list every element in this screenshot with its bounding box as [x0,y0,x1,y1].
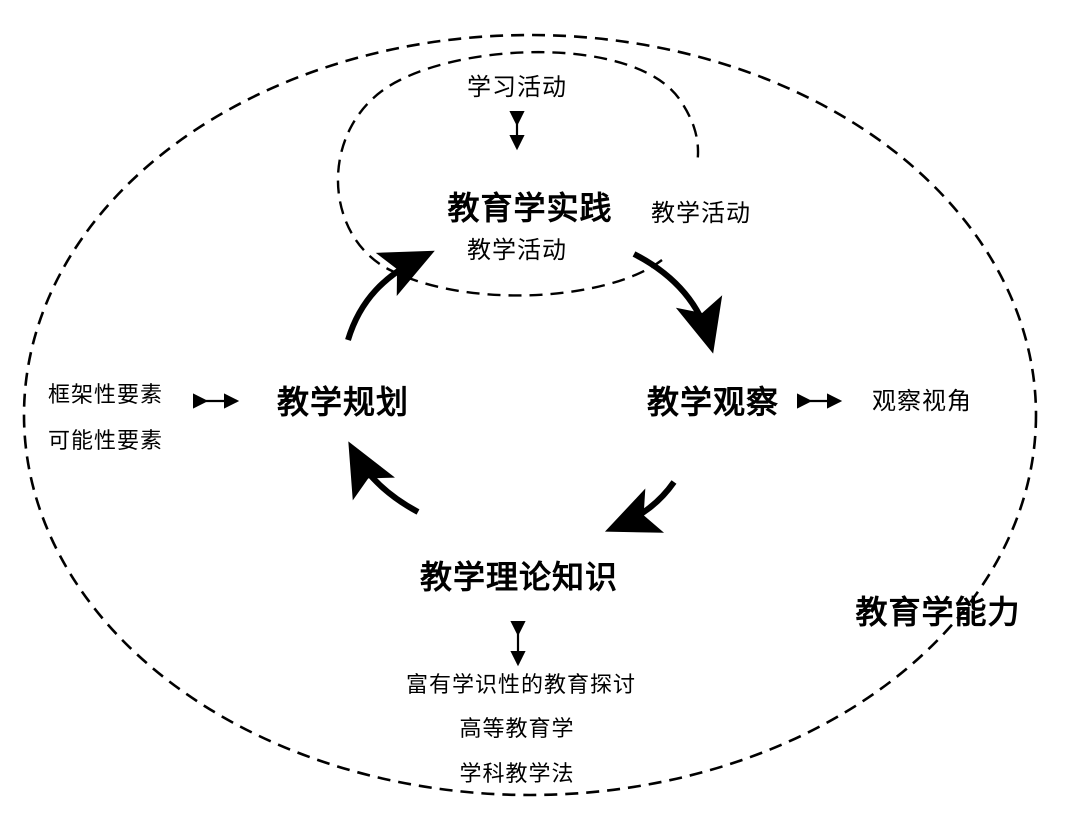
arrow-planning-to-practice [345,250,435,341]
practice-inner-activity-label: 教学活动 [467,236,567,264]
planning-element-framework: 框架性要素 [48,383,164,408]
arrow-theory-to-planning [348,441,420,515]
theory-title: 教学理论知识 [419,558,619,596]
theory-source-scholarly-discussion: 富有学识性的教育探讨 [405,673,637,698]
theory-source-higher-education-pedagogy: 高等教育学 [459,717,575,742]
planning-title: 教学规划 [276,383,410,421]
practice-title: 教育学实践 [447,189,613,227]
theory-source-subject-didactics: 学科教学法 [459,762,575,787]
learning-activity-label: 学习活动 [467,73,567,101]
practice-boundary [336,50,700,297]
arrow-practice-to-observation [632,251,723,354]
outer-competence-boundary [22,33,1038,797]
teaching-activity-side-label: 教学活动 [651,199,751,227]
competence-label: 教育学能力 [855,593,1021,631]
planning-element-possibility: 可能性要素 [48,429,164,454]
arrow-observation-to-theory [604,480,677,533]
observation-perspective-label: 观察视角 [872,387,972,415]
observation-title: 教学观察 [646,383,780,421]
